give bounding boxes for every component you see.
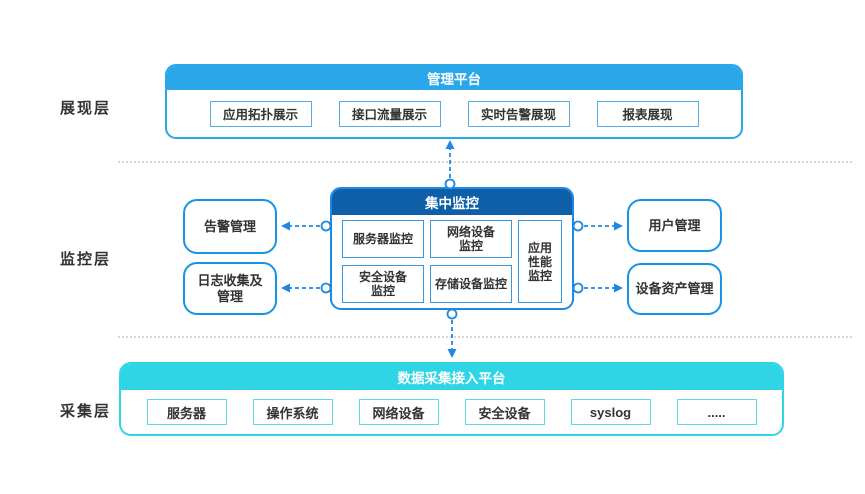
central-monitoring-title: 集中监控 (332, 189, 572, 215)
module-security-device-monitoring: 安全设备 监控 (342, 265, 424, 303)
source-network-device: 网络设备 (358, 399, 439, 425)
layer-label-collection: 采集层 (60, 403, 112, 420)
layer-divider (118, 161, 852, 163)
module-alert-management: 告警管理 (183, 199, 277, 254)
connector-central-to-data-platform (446, 308, 458, 358)
layer-label-monitoring: 监控层 (60, 251, 112, 268)
management-platform-container: 管理平台 应用拓扑展示 接口流量展示 实时告警展现 报表展现 (165, 64, 743, 139)
connector-central-to-user (572, 220, 623, 232)
management-platform-body: 应用拓扑展示 接口流量展示 实时告警展现 报表展现 (167, 90, 741, 137)
module-interface-traffic-display: 接口流量展示 (338, 100, 441, 127)
module-realtime-alert-display: 实时告警展现 (467, 100, 570, 127)
connector-central-to-log (281, 282, 332, 294)
central-monitoring-container: 集中监控 服务器监控 网络设备 监控 应用 性能 监控 安全设备 监控 存储设备… (330, 187, 574, 310)
central-monitoring-body: 服务器监控 网络设备 监控 应用 性能 监控 安全设备 监控 存储设备监控 (332, 215, 572, 308)
module-log-collection-management: 日志收集及 管理 (183, 262, 277, 315)
module-user-management: 用户管理 (627, 199, 722, 252)
module-app-performance-monitoring: 应用 性能 监控 (518, 220, 562, 303)
module-network-device-monitoring: 网络设备 监控 (430, 220, 512, 258)
data-collection-platform-title: 数据采集接入平台 (121, 364, 782, 390)
connector-central-to-asset (572, 282, 623, 294)
connector-central-to-alert (281, 220, 332, 232)
source-server: 服务器 (146, 399, 227, 425)
module-server-monitoring: 服务器监控 (342, 220, 424, 258)
module-app-topology-display: 应用拓扑展示 (209, 100, 312, 127)
module-report-display: 报表展现 (596, 100, 699, 127)
layer-divider (118, 336, 852, 338)
source-operating-system: 操作系统 (252, 399, 333, 425)
module-device-asset-management: 设备资产管理 (627, 263, 722, 315)
data-collection-platform-body: 服务器 操作系统 网络设备 安全设备 syslog ..... (121, 390, 782, 434)
layer-label-presentation: 展现层 (60, 100, 112, 117)
management-platform-title: 管理平台 (167, 66, 741, 90)
source-more-ellipsis: ..... (676, 399, 757, 425)
data-collection-platform-container: 数据采集接入平台 服务器 操作系统 网络设备 安全设备 syslog ..... (119, 362, 784, 436)
module-storage-device-monitoring: 存储设备监控 (430, 265, 512, 303)
source-syslog: syslog (570, 399, 651, 425)
connector-central-to-management (444, 140, 456, 190)
source-security-device: 安全设备 (464, 399, 545, 425)
